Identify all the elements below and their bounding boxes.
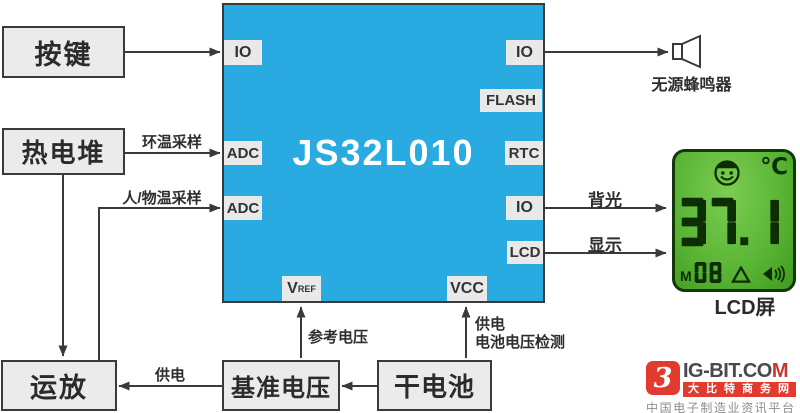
brand-tagline: 中国电子制造业资讯平台: [646, 401, 796, 413]
block-button: 按键: [2, 26, 125, 78]
pin-rtc: RTC: [505, 141, 543, 165]
memory-letter: M: [680, 268, 692, 284]
label-supply-opamp: 供电: [154, 367, 185, 384]
label-backlight: 背光: [588, 191, 622, 210]
label-ambient-sampling: 环温采样: [141, 134, 202, 151]
pin-vref-sub: REF: [297, 283, 316, 294]
wire-opamp-to-adc: [98, 203, 221, 360]
memory-index-display: [694, 262, 722, 283]
brand-banner: 大比特商务网: [683, 382, 796, 397]
pin-vcc: VCC: [447, 276, 487, 301]
mcu-chip: JS32L010: [222, 3, 545, 303]
pin-io-right-mid: IO: [506, 196, 543, 220]
label-buzzer: 无源蜂鸣器: [651, 77, 732, 94]
block-thermopile: 热电堆: [2, 128, 125, 175]
label-lcd-screen: LCD屏: [714, 297, 776, 319]
label-ref-voltage: 参考电压: [308, 329, 369, 346]
label-display: 显示: [588, 236, 622, 255]
label-object-sampling: 人/物温采样: [122, 190, 202, 207]
site-logo: 3 IG-BIT.COM 大比特商务网 中国电子制造业资讯平台: [646, 361, 798, 413]
lcd-status-row: M: [680, 262, 788, 283]
speaker-icon: [763, 265, 785, 283]
temperature-unit: ℃: [760, 153, 788, 179]
temperature-display: [679, 189, 779, 255]
pin-io-left: IO: [224, 40, 262, 65]
brand-text-accent: M: [771, 360, 789, 382]
block-bandgap: 基准电压: [222, 360, 340, 411]
brand-text-main: IG-BIT.CO: [683, 360, 772, 382]
pin-io-right-top: IO: [506, 40, 543, 65]
logo-mark-icon: 3: [646, 361, 680, 395]
block-battery: 干电池: [377, 360, 492, 411]
brand-text: IG-BIT.COM: [683, 361, 796, 381]
label-supply-vcc: 供电: [475, 316, 506, 333]
pin-lcd: LCD: [507, 241, 543, 264]
pin-adc-top: ADC: [224, 141, 262, 165]
pin-adc-bottom: ADC: [224, 196, 262, 220]
chip-name: JS32L010: [292, 132, 475, 173]
buzzer-icon: [672, 34, 701, 69]
pin-flash: FLASH: [480, 89, 542, 112]
block-opamp: 运放: [1, 360, 117, 411]
pin-vref-base: V: [287, 279, 298, 297]
smiley-face-icon: [714, 160, 740, 186]
warning-triangle-icon: [730, 266, 751, 283]
label-battery-detect: 电池电压检测: [475, 334, 566, 351]
lcd-screen: ℃ M: [672, 149, 796, 292]
